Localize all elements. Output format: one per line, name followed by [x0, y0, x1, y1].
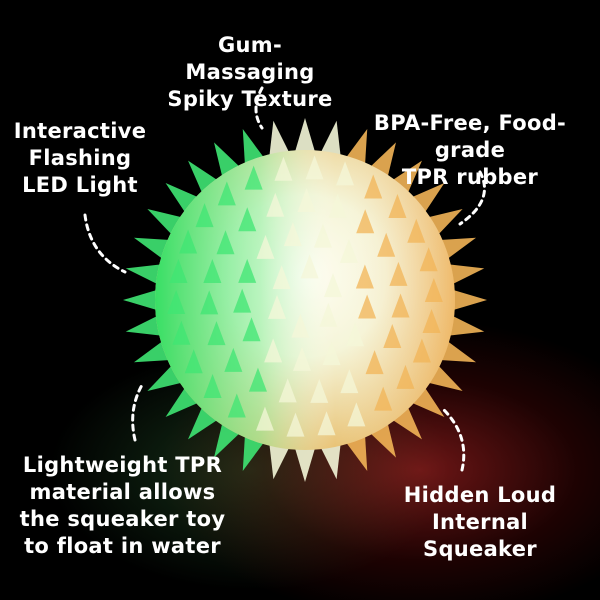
label-line: to float in water — [24, 534, 221, 558]
surface-spike — [347, 402, 366, 427]
ball-surface-spikes — [167, 155, 443, 437]
label-bpa-free: BPA-Free, Food-grade TPR rubber — [345, 110, 595, 191]
surface-spike — [339, 238, 358, 263]
surface-spike — [167, 290, 186, 315]
label-line: Interactive — [13, 119, 147, 143]
label-squeaker: Hidden Loud Internal Squeaker — [380, 482, 580, 563]
surface-spike — [317, 411, 336, 436]
surface-spike — [227, 393, 246, 418]
label-line: TPR rubber — [401, 165, 539, 189]
surface-spike — [272, 265, 291, 290]
surface-spike — [238, 207, 257, 232]
surface-spike — [216, 230, 235, 255]
surface-spike — [336, 161, 355, 186]
surface-spike — [266, 192, 285, 217]
surface-spike — [328, 193, 347, 218]
label-line: Hidden Loud — [403, 483, 557, 507]
arrow-bpa — [458, 170, 486, 226]
surface-spike — [244, 165, 263, 190]
surface-spike — [297, 188, 316, 213]
label-line: Lightweight TPR — [22, 453, 223, 477]
surface-spike — [407, 218, 426, 243]
arrow-spiky — [254, 86, 264, 130]
label-line: BPA-Free, Food-grade — [373, 111, 567, 162]
surface-spike — [358, 294, 377, 319]
surface-spike — [346, 322, 365, 347]
surface-spike — [242, 317, 261, 342]
surface-spike — [169, 259, 188, 284]
arrow-squeaker — [440, 406, 466, 472]
surface-spike — [238, 258, 257, 283]
surface-spike — [374, 386, 393, 411]
label-line: Gum- Massaging — [185, 33, 315, 84]
arrow-lightweight — [131, 383, 144, 442]
surface-spike — [217, 181, 236, 206]
surface-spike — [364, 174, 383, 199]
surface-spike — [412, 338, 431, 363]
arrow-led — [83, 213, 127, 274]
surface-spike — [389, 261, 408, 286]
surface-spike — [383, 323, 402, 348]
surface-spike — [424, 277, 443, 302]
surface-spike — [224, 347, 243, 372]
surface-spike — [323, 273, 342, 298]
surface-spike — [200, 290, 219, 315]
surface-spike — [195, 203, 214, 228]
label-line: the squeaker toy — [19, 507, 226, 531]
surface-spike — [322, 341, 341, 366]
surface-spike — [248, 367, 267, 392]
spike — [123, 287, 166, 313]
surface-spike — [179, 229, 198, 254]
surface-spike — [396, 364, 415, 389]
surface-spike — [184, 349, 203, 374]
ball-light-overlay — [155, 150, 455, 450]
surface-spike — [264, 338, 283, 363]
surface-spike — [207, 321, 226, 346]
surface-spike — [286, 412, 305, 437]
label-line: Internal Squeaker — [423, 510, 537, 561]
surface-spike — [319, 302, 338, 327]
label-lightweight: Lightweight TPR material allows the sque… — [15, 452, 230, 560]
surface-spike — [391, 293, 410, 318]
surface-spike — [419, 247, 438, 272]
surface-spike — [255, 406, 274, 431]
surface-spike — [283, 222, 302, 247]
surface-spike — [203, 373, 222, 398]
surface-spike — [355, 264, 374, 289]
surface-spike — [203, 258, 222, 283]
surface-spike — [377, 232, 396, 257]
surface-spike — [340, 369, 359, 394]
surface-spike — [293, 346, 312, 371]
surface-spike — [233, 288, 252, 313]
surface-spike — [365, 350, 384, 375]
surface-spike — [256, 234, 275, 259]
surface-spike — [268, 294, 287, 319]
surface-spike — [274, 156, 293, 181]
spike — [292, 118, 318, 161]
spike — [292, 439, 318, 482]
label-spiky-texture: Gum- Massaging Spiky Texture — [160, 32, 340, 113]
label-line: material allows — [29, 480, 216, 504]
surface-spike — [313, 223, 332, 248]
surface-spike — [278, 378, 297, 403]
surface-spike — [172, 320, 191, 345]
label-line: Flashing — [28, 146, 132, 170]
surface-spike — [388, 194, 407, 219]
surface-spike — [291, 313, 310, 338]
surface-spike — [300, 254, 319, 279]
spike — [444, 287, 487, 313]
surface-spike — [422, 308, 441, 333]
surface-spike — [356, 209, 375, 234]
label-line: Spiky Texture — [167, 87, 333, 111]
surface-spike — [310, 378, 329, 403]
surface-spike — [305, 155, 324, 180]
label-line: LED Light — [22, 173, 138, 197]
label-led-light: Interactive Flashing LED Light — [5, 118, 155, 199]
